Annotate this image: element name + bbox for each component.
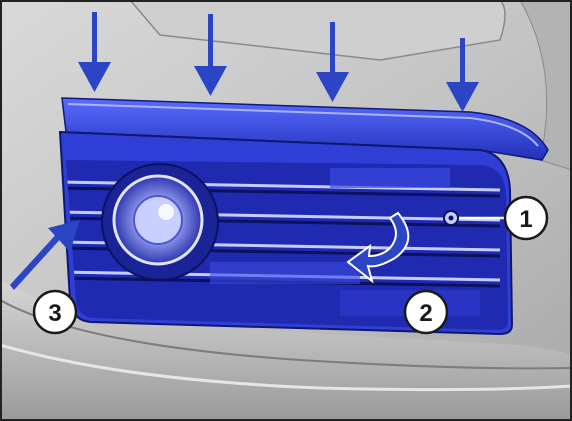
arrow-down-icon: [316, 22, 349, 102]
callout-2-label: 2: [419, 300, 432, 327]
arrow-down-icon: [78, 12, 111, 92]
callout-3-label: 3: [48, 300, 61, 327]
callout-3: 3: [32, 289, 78, 335]
curved-arrow-icon: [346, 211, 410, 284]
callout-1-label: 1: [519, 206, 532, 233]
fog-lamp-icon: [101, 163, 219, 281]
bumper-lower: [0, 280, 572, 421]
arrow-diagonal-icon: [10, 220, 80, 290]
bumper-highlight: [0, 343, 572, 392]
press-down-arrows: [78, 12, 479, 112]
screw-icon: [443, 210, 459, 226]
callout-2: 2: [403, 289, 449, 335]
upper-trim-strip: [61, 97, 549, 161]
arrow-down-icon: [446, 38, 479, 112]
callout-1: 1: [503, 195, 549, 241]
arrow-down-icon: [194, 14, 227, 96]
upper-trim-highlight: [67, 103, 539, 147]
